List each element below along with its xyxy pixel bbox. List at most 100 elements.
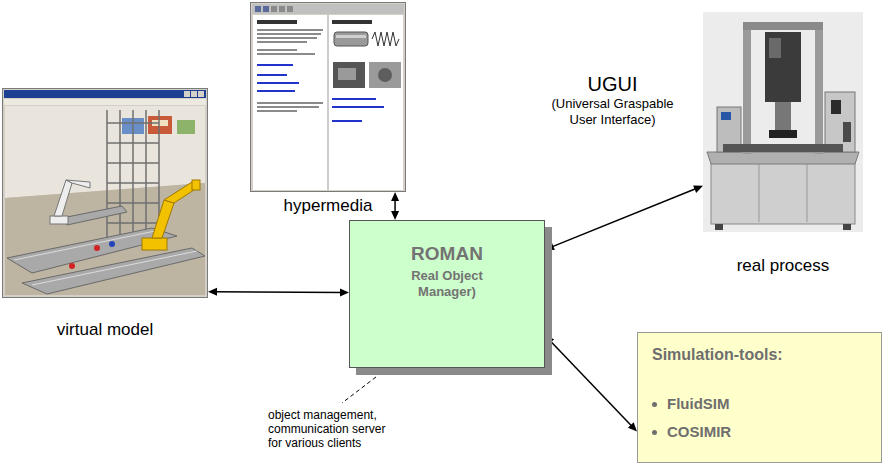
virtual-model-screenshot-part-part	[107, 182, 159, 184]
hypermedia-screenshot-part	[338, 68, 356, 80]
bullet-item: COSIMIR	[652, 423, 867, 441]
box-subtitle: Real Object Manager)	[397, 268, 497, 300]
virtual-model-screenshot-part-part	[107, 122, 159, 124]
virtual-model-screenshot-part	[177, 120, 195, 134]
connector-arrow	[391, 192, 399, 220]
real-process-photo-part	[743, 22, 751, 154]
hypermedia-screenshot-part-part	[257, 29, 323, 31]
bullet-item: FluidSIM	[652, 395, 867, 413]
connector-label: UGUI (Universal Graspable User Interface…	[545, 72, 680, 128]
virtual-model-screenshot-part-part	[152, 200, 174, 238]
virtual-model-screenshot-part	[5, 106, 205, 198]
hypermedia-screenshot-part-part	[257, 106, 319, 108]
virtual-model-screenshot-part	[4, 99, 206, 105]
virtual-model-screenshot-part-part	[106, 110, 108, 238]
real-process-photo-part	[703, 12, 863, 232]
real-process-node: real process	[703, 12, 863, 232]
virtual-model-screenshot-part-part	[132, 110, 134, 234]
real-process-photo-part	[807, 164, 808, 222]
hypermedia-screenshot	[250, 2, 406, 192]
virtual-model-screenshot-part	[4, 90, 206, 98]
virtual-model-screenshot-part	[7, 206, 205, 294]
hypermedia-screenshot-part-part	[332, 98, 376, 100]
hypermedia-screenshot-part	[287, 6, 293, 12]
real-process-photo-part	[715, 224, 723, 230]
arrow-head	[340, 288, 349, 296]
hypermedia-screenshot-part	[255, 6, 261, 12]
hypermedia-screenshot-part-part	[332, 106, 384, 108]
hypermedia-screenshot-part-part	[257, 53, 315, 55]
virtual-model-screenshot-part-part	[32, 251, 197, 285]
virtual-model-screenshot-part	[94, 245, 100, 251]
connector-line	[549, 340, 633, 427]
hypermedia-screenshot-part-part	[257, 82, 299, 84]
arrow-head	[545, 243, 555, 250]
hypermedia-screenshot-part	[263, 6, 269, 12]
real-process-photo-part	[825, 92, 855, 152]
tool-name: COSIMIR	[667, 423, 731, 441]
tool-name: FluidSIM	[667, 395, 730, 413]
virtual-model-screenshot-part-part	[192, 180, 200, 190]
arrow-head	[628, 422, 637, 431]
virtual-model-screenshot-part	[107, 110, 159, 238]
connector-line	[214, 291, 343, 293]
hypermedia-screenshot-part-part	[257, 90, 295, 92]
box-title: ROMAN	[411, 243, 483, 265]
hypermedia-screenshot-part-part	[257, 102, 323, 104]
real-process-photo-part	[721, 112, 731, 120]
real-process-photo-part	[831, 100, 841, 114]
arrow-head	[391, 211, 399, 220]
connector-arrow	[545, 335, 637, 431]
hypermedia-screenshot-part	[336, 35, 366, 38]
virtual-model-screenshot-part-part	[22, 248, 205, 294]
real-process-photo	[703, 12, 863, 232]
connector-arrow	[545, 185, 703, 249]
hypermedia-node: hypermedia	[250, 2, 406, 192]
hypermedia-screenshot-part-part	[257, 20, 297, 24]
hypermedia-screenshot-part	[253, 15, 403, 190]
virtual-model-screenshot-part-part	[50, 216, 68, 224]
hypermedia-screenshot-part	[334, 32, 368, 46]
hypermedia-screenshot-part-part	[257, 37, 317, 39]
virtual-model-screenshot-part	[5, 183, 205, 295]
hypermedia-screenshot-part-part	[257, 33, 321, 35]
hypermedia-screenshot-part	[333, 62, 365, 88]
hypermedia-screenshot-part	[251, 3, 406, 192]
hypermedia-screenshot-part-part	[257, 74, 287, 76]
list-heading: Simulation-tools:	[652, 345, 867, 365]
hypermedia-screenshot-part	[279, 6, 285, 12]
picture-caption: hypermedia	[190, 196, 466, 216]
virtual-model-screenshot-part	[198, 91, 204, 97]
hypermedia-screenshot-part-part	[257, 41, 307, 43]
virtual-model-screenshot-part	[191, 91, 197, 97]
hypermedia-screenshot-part-part	[257, 64, 293, 66]
real-process-photo-part	[769, 38, 781, 58]
virtual-model-screenshot-part	[5, 106, 205, 295]
real-process-photo-part	[775, 102, 791, 132]
picture-caption: virtual model	[0, 320, 268, 340]
virtual-model-screenshot-part-part	[62, 206, 127, 225]
virtual-model-screenshot-part-part	[142, 238, 167, 250]
real-process-photo-part	[843, 122, 851, 142]
virtual-model-screenshot	[2, 88, 208, 298]
bullet-dot	[652, 430, 657, 435]
bullet-dot	[652, 402, 657, 407]
virtual-model-screenshot-part	[3, 89, 208, 298]
virtual-model-screenshot-part-part	[107, 162, 159, 164]
virtual-model-screenshot-part-part	[54, 180, 72, 216]
virtual-model-screenshot-part	[50, 180, 90, 224]
leader-line-part	[342, 377, 376, 403]
real-process-photo-part	[769, 130, 797, 138]
virtual-model-screenshot-part-part	[66, 180, 90, 188]
hypermedia-screenshot-part-part	[257, 110, 297, 112]
hypermedia-screenshot-part-part	[332, 120, 362, 122]
virtual-model-screenshot-part	[109, 241, 115, 247]
virtual-model-screenshot-part	[69, 263, 75, 269]
real-process-photo-part	[765, 32, 801, 102]
server-box: ROMAN Real Object Manager)	[349, 220, 545, 368]
virtual-model-screenshot-part-part	[107, 142, 159, 144]
real-process-photo-part	[815, 22, 823, 154]
hypermedia-screenshot-part	[328, 15, 329, 190]
real-process-photo-part	[711, 162, 855, 224]
